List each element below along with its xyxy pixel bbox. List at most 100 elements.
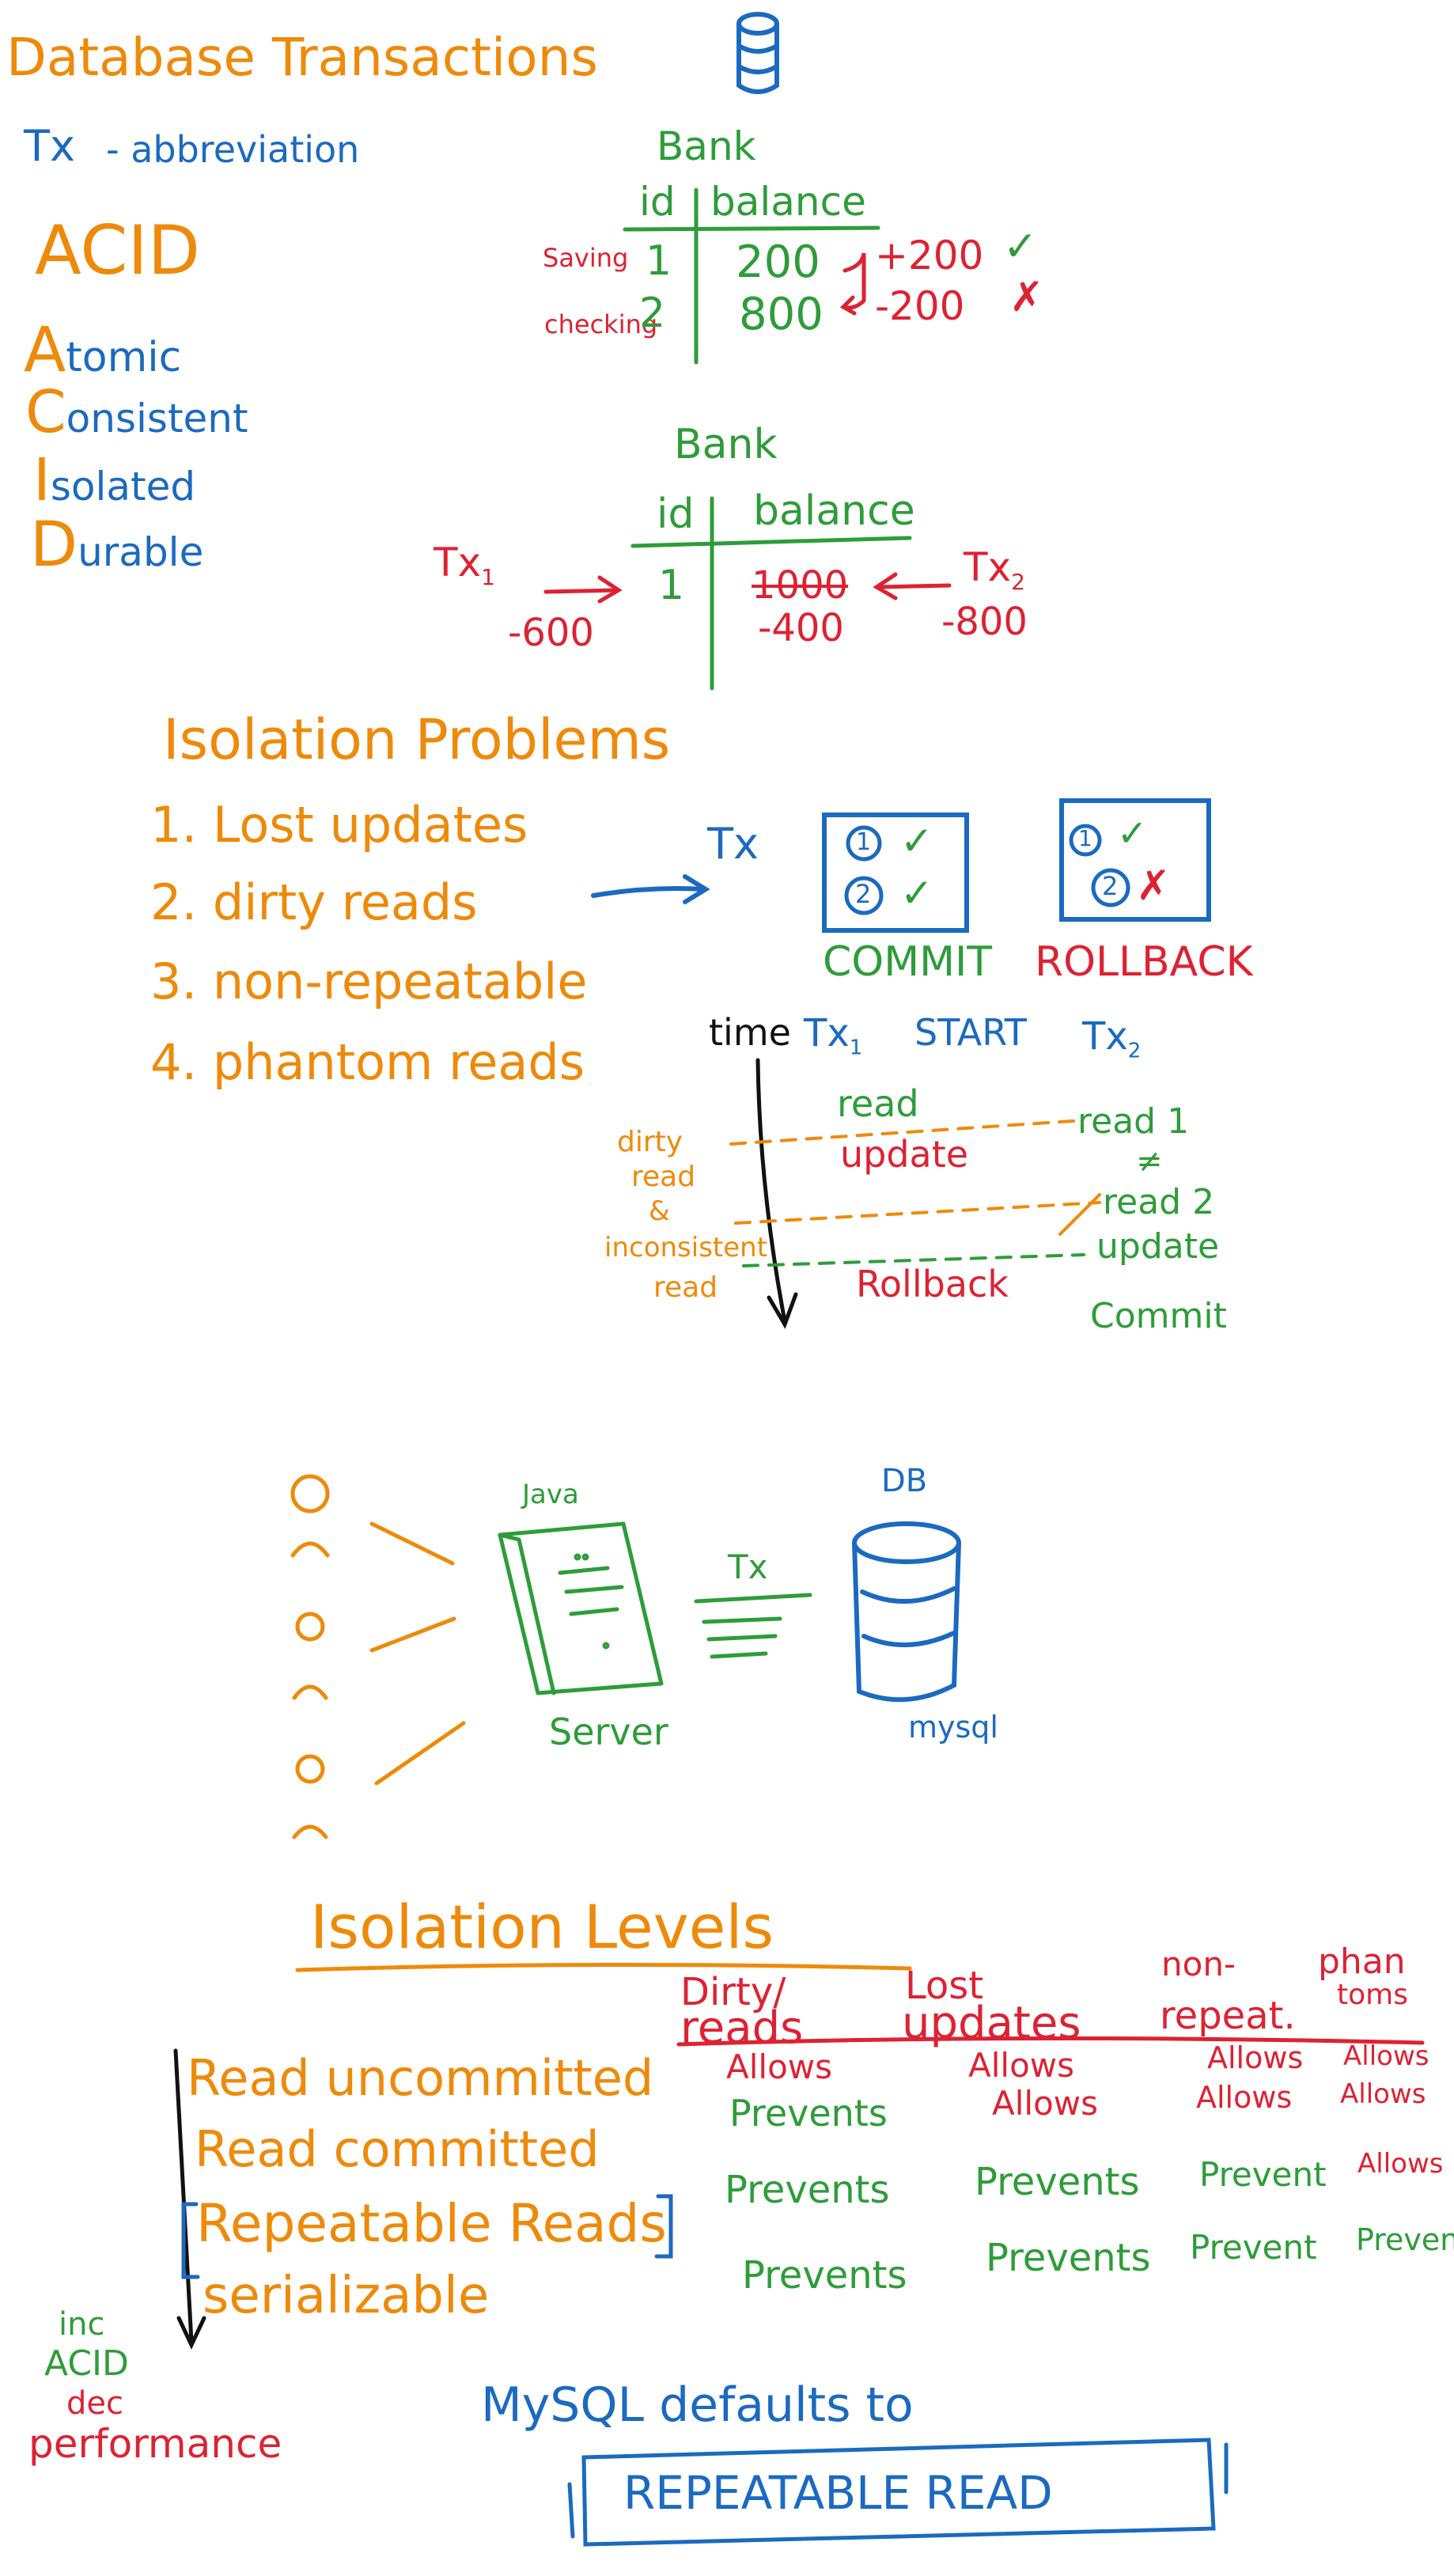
- cross-icon: ✗: [1136, 862, 1171, 910]
- isolation-levels-underline: [295, 1962, 912, 1972]
- level-cell: Allows: [1196, 2080, 1293, 2115]
- level-name: Repeatable Reads: [196, 2193, 667, 2254]
- rollback-label: ROLLBACK: [1035, 938, 1253, 986]
- acid-word: urable: [78, 529, 204, 575]
- acid-word: onsistent: [66, 396, 248, 441]
- document-icon: [498, 1521, 664, 1695]
- timeline-tx1-label: Tx1: [804, 1014, 862, 1059]
- column-header-top: non-: [1161, 1945, 1236, 1983]
- level-name: Read uncommitted: [187, 2049, 654, 2107]
- note-dec: dec: [66, 2385, 123, 2422]
- column-header-top: Dirty/: [680, 1970, 786, 2014]
- bank2-new-balance: -400: [758, 606, 844, 650]
- level-cell: Prevent: [1190, 2228, 1317, 2267]
- bank2-tx1-label: Tx1: [434, 543, 495, 589]
- mysql-default-value: REPEATABLE READ: [623, 2466, 1053, 2520]
- cross-icon: ✗: [1009, 274, 1044, 321]
- tx-label: Tx: [24, 121, 75, 171]
- level-cell: Allows: [992, 2084, 1098, 2123]
- problem-item: 4. phantom reads: [150, 1033, 585, 1091]
- problem-item: 1. Lost updates: [150, 796, 528, 854]
- acid-item-atomic: Atomic: [24, 315, 181, 386]
- repeatable-reads-bracket: [181, 2194, 673, 2279]
- level-cell: Allows: [726, 2048, 832, 2086]
- side-note-read2: read: [653, 1271, 718, 1304]
- bank2-tx1-amount: -600: [508, 611, 594, 655]
- bank1-transfer-arrow: [839, 252, 866, 316]
- level-cell: Prevents: [975, 2160, 1140, 2204]
- level-cell: Allows: [1357, 2148, 1444, 2180]
- bank1-table-lines: [623, 188, 880, 365]
- problem-item: 2. dirty reads: [150, 873, 478, 931]
- database-icon: [736, 12, 779, 94]
- level-cell: Prevent: [1356, 2222, 1454, 2257]
- step-number: 2: [855, 879, 872, 909]
- levels-arrow: [173, 2048, 206, 2350]
- step-number: 1: [856, 828, 872, 856]
- bank1-col-balance: balance: [710, 179, 866, 225]
- side-note-read: read: [631, 1161, 696, 1193]
- level-cell: Prevents: [725, 2168, 890, 2212]
- isolation-problems-heading: Isolation Problems: [163, 707, 671, 772]
- page-title: Database Transactions: [6, 27, 598, 88]
- tx-label: Tx: [434, 540, 482, 585]
- bank1-title: Bank: [657, 123, 756, 169]
- level-cell: Allows: [1343, 2040, 1429, 2072]
- acid-heading: ACID: [35, 211, 200, 290]
- database-icon: [852, 1521, 961, 1703]
- bank2-col-id: id: [657, 491, 695, 538]
- acid-letter: A: [24, 315, 66, 386]
- bank2-tx2-label: Tx2: [964, 547, 1025, 593]
- bank2-col-balance: balance: [753, 487, 915, 535]
- tx-subscript: 1: [481, 564, 495, 590]
- acid-word: tomic: [66, 334, 182, 381]
- note-performance: performance: [28, 2421, 282, 2467]
- column-header-top: Lost: [905, 1964, 984, 2008]
- tx-stream-lines: [694, 1593, 812, 1659]
- mysql-label: mysql: [908, 1710, 998, 1744]
- level-cell: Allows: [1207, 2040, 1304, 2075]
- bank1-row-label: Saving: [543, 243, 629, 273]
- bank1-row-balance: 200: [736, 237, 820, 288]
- timeline-axis: [755, 1058, 798, 1329]
- check-icon: ✓: [1003, 223, 1038, 271]
- timeline-time-label: time: [709, 1011, 791, 1054]
- side-note-dirty: dirty: [617, 1126, 683, 1158]
- side-note-amp: &: [649, 1195, 670, 1227]
- level-cell: Prevents: [729, 2092, 888, 2135]
- check-icon: ✓: [900, 870, 933, 916]
- default-value-box: [567, 2438, 1229, 2547]
- tx-subscript: 1: [849, 1036, 863, 1060]
- check-icon: ✓: [1117, 812, 1148, 854]
- acid-letter: C: [25, 378, 66, 446]
- java-label: Java: [522, 1479, 579, 1510]
- level-name: Read committed: [195, 2120, 600, 2178]
- tx2-commit-op: Commit: [1090, 1296, 1227, 1336]
- rollback-box: [1059, 798, 1211, 922]
- level-cell: Prevents: [986, 2236, 1151, 2280]
- tx2-read2-op: read 2: [1103, 1182, 1215, 1222]
- mysql-default-text: MySQL defaults to: [481, 2377, 914, 2433]
- level-cell: Prevent: [1199, 2155, 1327, 2194]
- bank2-row-id: 1: [658, 562, 685, 609]
- level-name: serializable: [203, 2267, 490, 2325]
- acid-word: solated: [50, 464, 196, 510]
- column-header-bottom: updates: [902, 1998, 1081, 2049]
- tx1-rollback-op: Rollback: [856, 1263, 1009, 1305]
- timeline-dashes: [729, 1119, 1101, 1267]
- bank2-old-balance: 1000: [752, 563, 849, 608]
- commit-label: COMMIT: [823, 938, 993, 986]
- tx-label: Tx: [707, 819, 759, 869]
- bank1-row-balance: 800: [739, 289, 824, 340]
- timeline-start-label: START: [914, 1011, 1027, 1054]
- isolation-levels-heading: Isolation Levels: [310, 1892, 774, 1962]
- tx-label: Tx: [1082, 1014, 1128, 1059]
- acid-item-consistent: Consistent: [25, 378, 248, 446]
- tx2-update-op: update: [1096, 1226, 1220, 1267]
- commit-box: [822, 813, 969, 933]
- level-cell: Prevents: [742, 2253, 907, 2298]
- tx-abbreviation-note: - abbreviation: [106, 128, 360, 171]
- tx2-read1-op: read 1: [1077, 1101, 1190, 1142]
- bank1-row-label: checking: [544, 309, 658, 339]
